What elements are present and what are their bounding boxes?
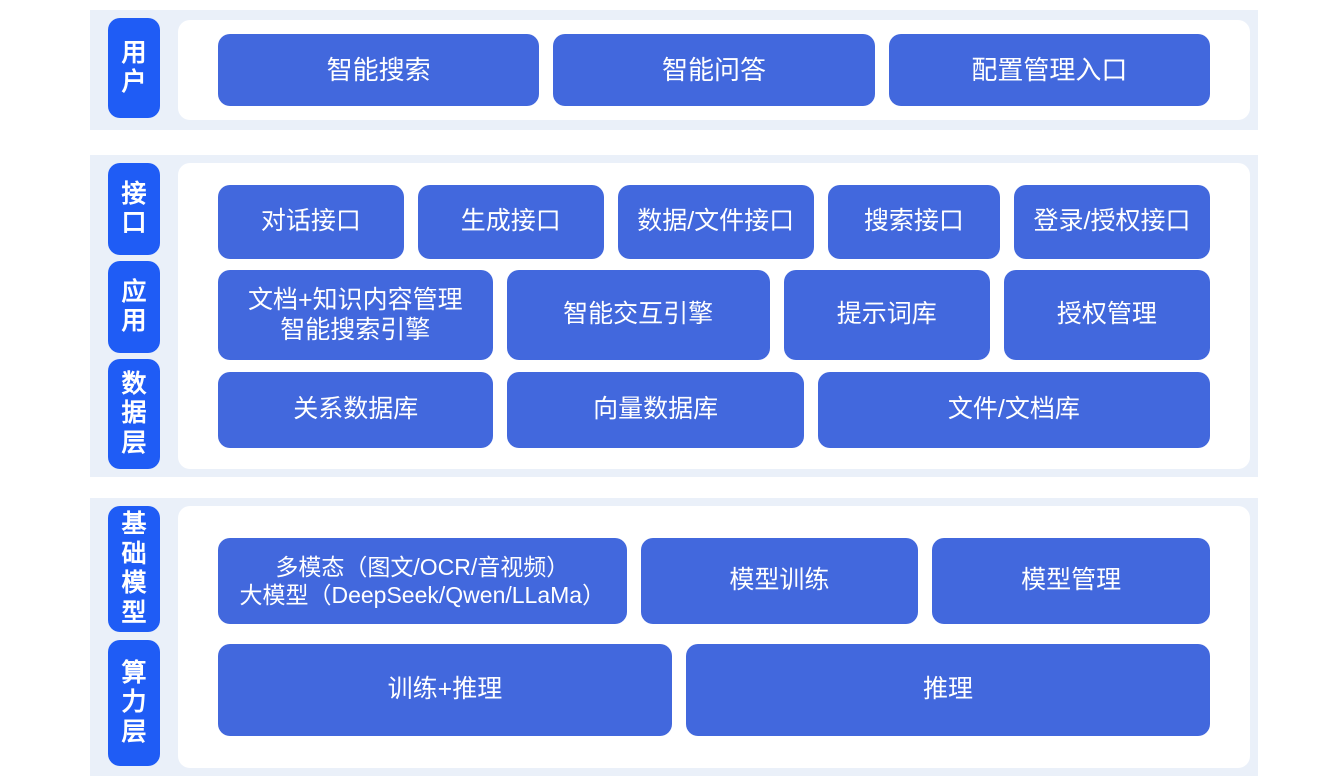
- panel-user: 智能搜索 智能问答 配置管理入口: [178, 20, 1250, 120]
- card-relational-database[interactable]: 关系数据库: [218, 371, 494, 448]
- section-foundation-compute: 基础模型 算力层 多模态（图文/OCR/音视频） 大模型（DeepSeek/Qw…: [90, 498, 1258, 776]
- layer-badge-interface-label: 接口: [121, 179, 148, 238]
- card-vector-database[interactable]: 向量数据库: [507, 371, 804, 448]
- row-user-entries: 智能搜索 智能问答 配置管理入口: [178, 34, 1250, 106]
- section-user: 用户 智能搜索 智能问答 配置管理入口: [90, 10, 1258, 130]
- section-user-labels: 用户: [90, 10, 178, 130]
- row-compute-layer: 训练+推理 推理: [178, 644, 1250, 736]
- layer-badge-user-label: 用户: [121, 38, 148, 97]
- layer-badge-user[interactable]: 用户: [108, 18, 160, 118]
- card-login-auth-api[interactable]: 登录/授权接口: [1013, 184, 1210, 259]
- layer-badge-application-label: 应用: [121, 277, 148, 336]
- layer-badge-compute-layer-label: 算力层: [121, 658, 148, 746]
- card-dialog-api[interactable]: 对话接口: [218, 184, 404, 259]
- card-smart-search[interactable]: 智能搜索: [218, 34, 540, 106]
- card-model-training[interactable]: 模型训练: [640, 538, 919, 624]
- card-multimodal-large-model[interactable]: 多模态（图文/OCR/音视频） 大模型（DeepSeek/Qwen/LLaMa）: [218, 538, 627, 624]
- card-document-knowledge-management[interactable]: 文档+知识内容管理 智能搜索引擎: [218, 270, 493, 360]
- layer-badge-foundation-model-label: 基础模型: [121, 510, 148, 627]
- layer-badge-foundation-model[interactable]: 基础模型: [108, 506, 160, 632]
- card-search-api[interactable]: 搜索接口: [827, 184, 1000, 259]
- card-training-plus-inference[interactable]: 训练+推理: [218, 644, 672, 736]
- card-generation-api[interactable]: 生成接口: [417, 184, 604, 259]
- section-mid-labels: 接口 应用 数据层: [90, 155, 178, 477]
- row-interface: 对话接口 生成接口 数据/文件接口 搜索接口 登录/授权接口: [178, 184, 1250, 259]
- card-file-document-store[interactable]: 文件/文档库: [817, 371, 1210, 448]
- row-application: 文档+知识内容管理 智能搜索引擎 智能交互引擎 提示词库 授权管理: [178, 270, 1250, 360]
- layer-badge-data-layer[interactable]: 数据层: [108, 359, 160, 469]
- row-data-layer: 关系数据库 向量数据库 文件/文档库: [178, 371, 1250, 448]
- panel-mid: 对话接口 生成接口 数据/文件接口 搜索接口 登录/授权接口 文档+知识内容管理…: [178, 163, 1250, 469]
- panel-base: 多模态（图文/OCR/音视频） 大模型（DeepSeek/Qwen/LLaMa）…: [178, 506, 1250, 768]
- section-base-labels: 基础模型 算力层: [90, 498, 178, 776]
- card-data-file-api[interactable]: 数据/文件接口: [617, 184, 814, 259]
- row-foundation-model: 多模态（图文/OCR/音视频） 大模型（DeepSeek/Qwen/LLaMa）…: [178, 538, 1250, 624]
- card-smart-interaction-engine[interactable]: 智能交互引擎: [506, 270, 770, 360]
- layer-badge-compute-layer[interactable]: 算力层: [108, 640, 160, 766]
- layer-badge-application[interactable]: 应用: [108, 261, 160, 353]
- card-model-management[interactable]: 模型管理: [932, 538, 1211, 624]
- card-smart-qa[interactable]: 智能问答: [553, 34, 875, 106]
- card-authorization-management[interactable]: 授权管理: [1003, 270, 1210, 360]
- layer-badge-data-layer-label: 数据层: [121, 369, 148, 457]
- card-inference[interactable]: 推理: [685, 644, 1210, 736]
- section-interface-application-data: 接口 应用 数据层 对话接口 生成接口 数据/文件接口 搜索接口 登录/授权接口…: [90, 155, 1258, 477]
- layer-badge-interface[interactable]: 接口: [108, 163, 160, 255]
- card-prompt-library[interactable]: 提示词库: [783, 270, 990, 360]
- card-config-management-entry[interactable]: 配置管理入口: [888, 34, 1210, 106]
